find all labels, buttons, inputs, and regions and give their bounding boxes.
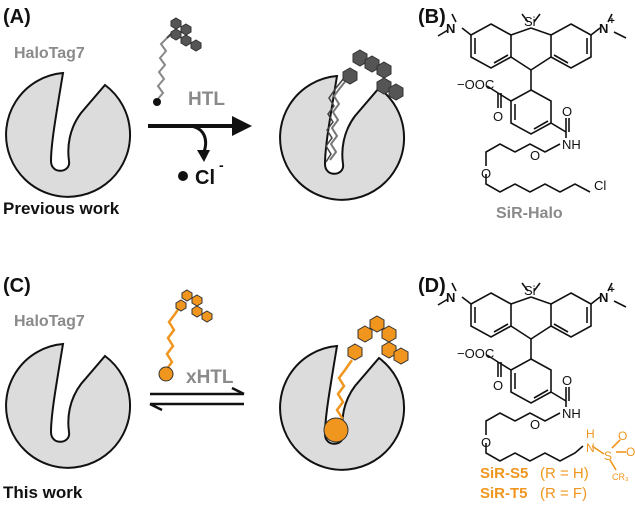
variant-t5-condition: (R = F): [540, 485, 587, 502]
reaction-arrow-head: [232, 116, 252, 136]
panel-c-label: (C): [3, 275, 31, 297]
chloride-icon: [178, 171, 188, 181]
variant-t5-name: SiR-T5: [480, 485, 528, 502]
carboxylate-d: −OOC: [457, 346, 494, 361]
chloride-label: Cl: [195, 167, 215, 189]
sulf-h-atom: H: [586, 427, 595, 441]
panel-b: (B): [418, 6, 627, 222]
halotag-pocket-bound-c: [279, 344, 406, 471]
si-atom: Si: [524, 14, 536, 29]
nh-atom: NH: [562, 137, 581, 152]
panel-c-protein-label: HaloTag7: [14, 313, 85, 330]
htl-ligand-icon: [153, 17, 202, 106]
nh-atom-d: NH: [562, 406, 581, 421]
sulf-o1-atom: O: [618, 429, 627, 443]
sir-s5-structure: [437, 282, 627, 462]
panel-c: (C) HaloTag7 xHTL: [3, 275, 409, 502]
si-atom-d: Si: [524, 283, 536, 298]
panel-a-caption: Previous work: [3, 199, 120, 218]
amide-o-d: O: [562, 373, 572, 388]
bound-xhtl-ligand-icon: [323, 315, 409, 443]
sulf-s-atom: S: [604, 449, 612, 463]
byproduct-arrow: [189, 124, 208, 153]
panel-d: (D): [418, 275, 635, 502]
xhtl-ligand-icon: [158, 289, 213, 382]
panel-a-label: (A): [3, 6, 31, 28]
sulf-cr3-group: CR₃: [612, 472, 629, 482]
sir-halo-structure: [437, 13, 627, 193]
amide-o: O: [562, 104, 572, 119]
sir-halo-name: SiR-Halo: [496, 205, 563, 222]
halotag-pocket-empty: [5, 71, 132, 198]
reaction-label-xhtl: xHTL: [186, 367, 234, 388]
sulf-o2-atom: O: [626, 445, 635, 459]
halotag-pocket-empty-c: [5, 342, 132, 469]
panel-b-label: (B): [418, 6, 446, 28]
carbonyl-o-d: O: [493, 378, 503, 393]
n-left-atom: N: [446, 21, 455, 36]
n-charge: +: [609, 16, 615, 27]
panel-d-label: (D): [418, 275, 446, 297]
n-right-atom-d: N: [599, 290, 608, 305]
equilibrium-arrows: [149, 386, 245, 412]
ether-o1-d: O: [530, 417, 540, 432]
sulf-n-atom: N: [586, 441, 595, 455]
n-right-atom: N: [599, 21, 608, 36]
n-left-atom-d: N: [446, 290, 455, 305]
bound-htl-ligand-icon: [325, 49, 404, 163]
panel-c-caption: This work: [3, 483, 83, 502]
panel-a: (A) HaloTag7 HTL Cl -: [3, 6, 406, 218]
panel-a-protein-label: HaloTag7: [14, 45, 85, 62]
reaction-label-htl: HTL: [188, 89, 225, 110]
chloride-charge: -: [219, 157, 224, 173]
ether-o1: O: [530, 148, 540, 163]
ether-o2: O: [481, 166, 491, 181]
ether-o2-d: O: [481, 435, 491, 450]
carboxylate: −OOC: [457, 77, 494, 92]
sulfonamide-group: [591, 439, 626, 471]
variant-s5-condition: (R = H): [540, 465, 589, 482]
cl-atom: Cl: [594, 178, 606, 193]
halotag-pocket-bound: [279, 74, 406, 201]
n-charge-d: +: [609, 285, 615, 296]
variant-s5-name: SiR-S5: [480, 465, 528, 482]
carbonyl-o: O: [493, 109, 503, 124]
